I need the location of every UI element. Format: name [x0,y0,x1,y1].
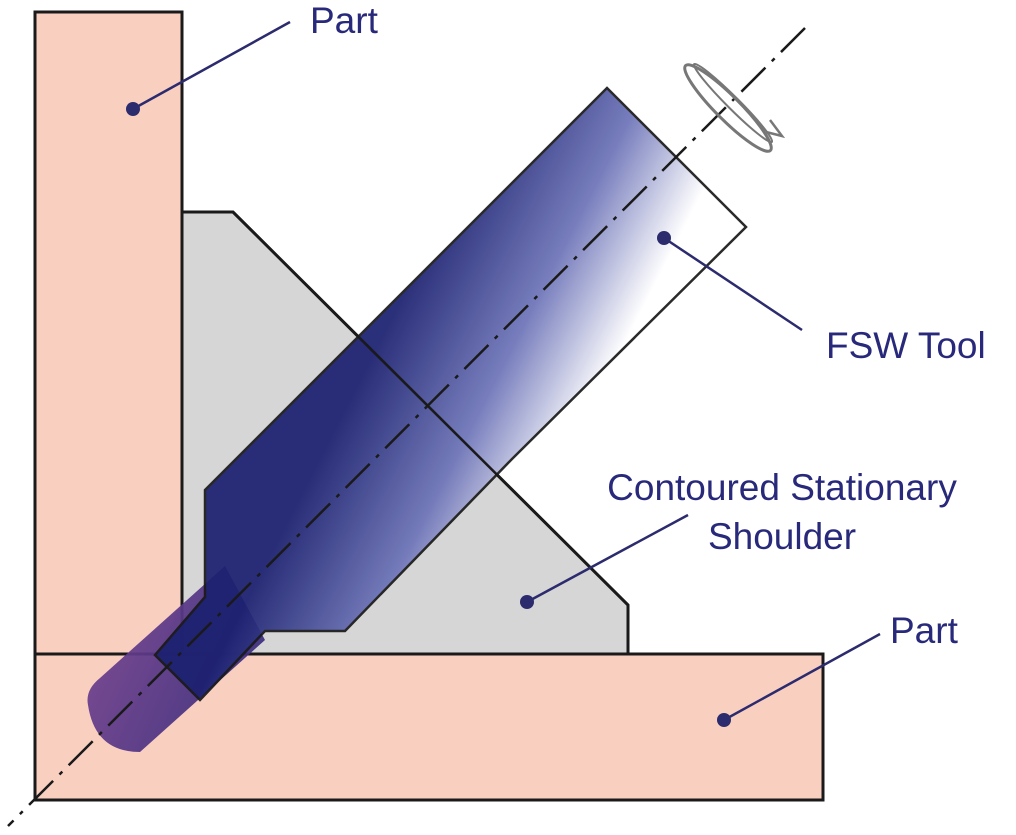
fsw-tool-body [153,86,748,702]
tool-axis [7,27,806,827]
label-part-top: Part [310,0,379,41]
leader-fsw-tool [657,231,803,332]
label-shoulder-line2: Shoulder [708,516,856,557]
label-part-bottom: Part [890,610,959,651]
label-shoulder-line1: Contoured Stationary [607,467,957,508]
shoulder-edge-line [232,211,629,606]
label-fsw-tool: FSW Tool [826,325,986,366]
rotation-arrow-icon [683,62,786,153]
vertical-part [33,10,184,656]
leader-part-top [126,20,291,116]
leader-shoulder [520,513,689,609]
leader-part-bottom [717,632,881,727]
